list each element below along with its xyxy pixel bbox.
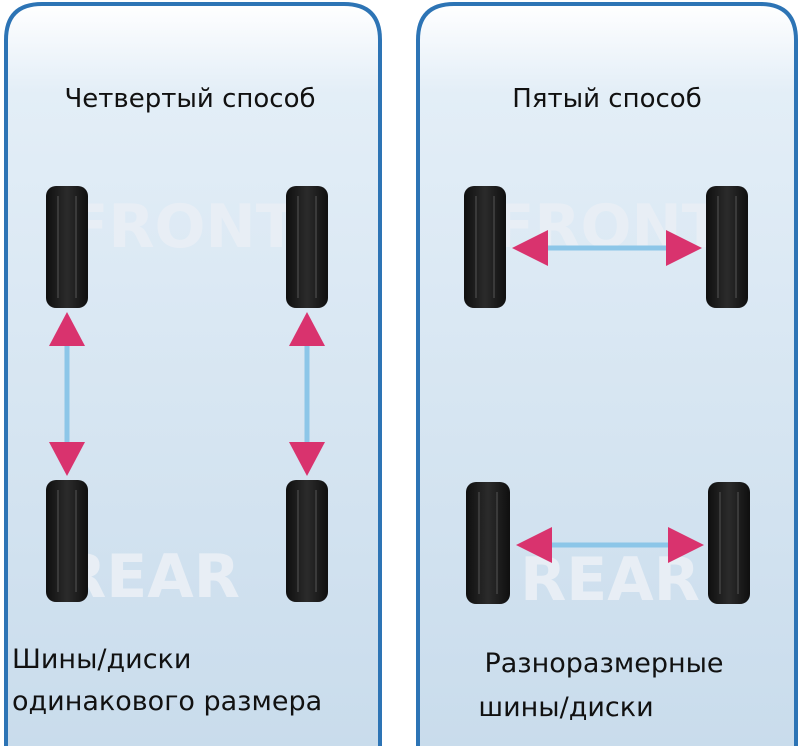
tire-rear-right [286, 480, 328, 602]
caption-line-1: Шины/диски [12, 644, 191, 675]
rear-watermark: REAR [60, 542, 240, 612]
panel-title: Четвертый способ [64, 84, 315, 114]
arrow-rear-horizontal [516, 527, 704, 563]
front-watermark: FRONT [67, 192, 296, 262]
tire-front-left [46, 186, 88, 308]
panel-frame [4, 2, 382, 746]
panel-title: Пятый способ [512, 84, 701, 114]
tire-front-right [286, 186, 328, 308]
tire-rear-right [708, 482, 750, 604]
tire-front-right [706, 186, 748, 308]
tire-rear-left [46, 480, 88, 602]
panel-frame [416, 2, 798, 746]
arrow-right-vertical [289, 312, 325, 476]
panel-fifth-method: Пятый способ FRONT REAR [416, 2, 798, 746]
caption-line-2: одинакового размера [12, 686, 322, 717]
arrow-left-vertical [49, 312, 85, 476]
caption-line-1: Разноразмерные [484, 648, 723, 679]
tire-rear-left [466, 482, 510, 604]
panel-fourth-method: Четвертый способ FRONT REAR [4, 2, 382, 746]
tire-front-left [464, 186, 506, 308]
caption-line-2: шины/диски [478, 692, 653, 723]
arrow-front-horizontal [512, 230, 702, 266]
